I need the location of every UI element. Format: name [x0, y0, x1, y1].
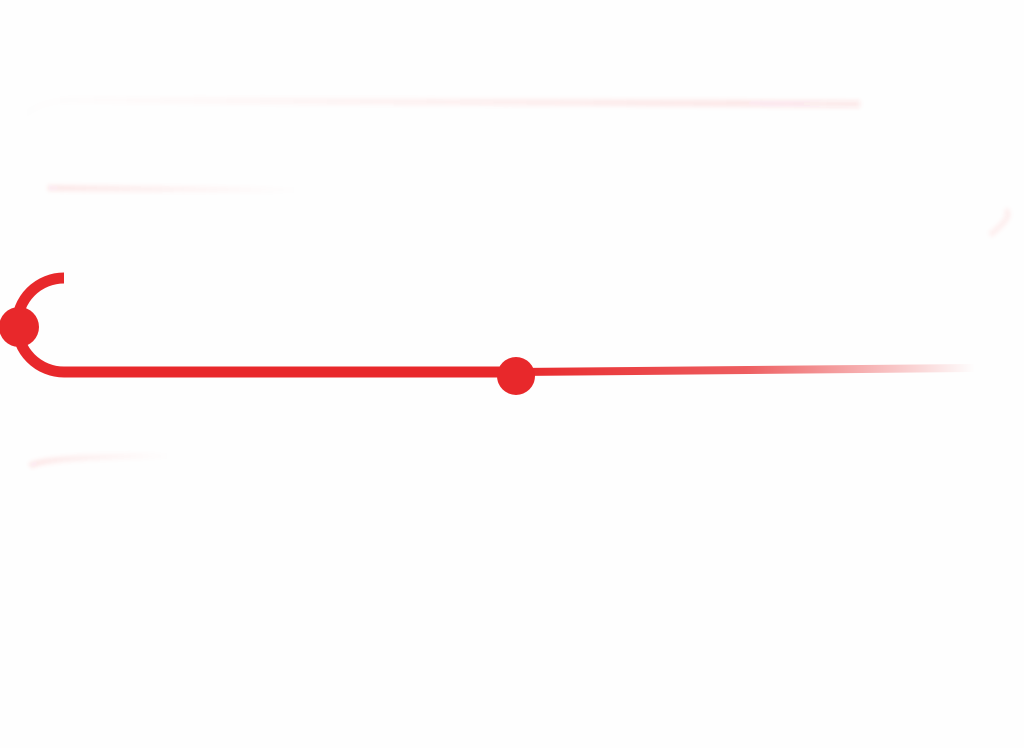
- ghost-trails: [6, 96, 1011, 469]
- track-bottom-tail: [515, 364, 976, 376]
- track-dot-left: [0, 307, 39, 347]
- ghost-trail-right: [988, 207, 1011, 238]
- track-dot-bottom: [497, 357, 535, 395]
- ghost-trail-upper: [47, 185, 301, 193]
- track: [11, 272, 976, 378]
- ghost-trail-top: [6, 96, 861, 142]
- ghost-trail-lower: [28, 453, 171, 469]
